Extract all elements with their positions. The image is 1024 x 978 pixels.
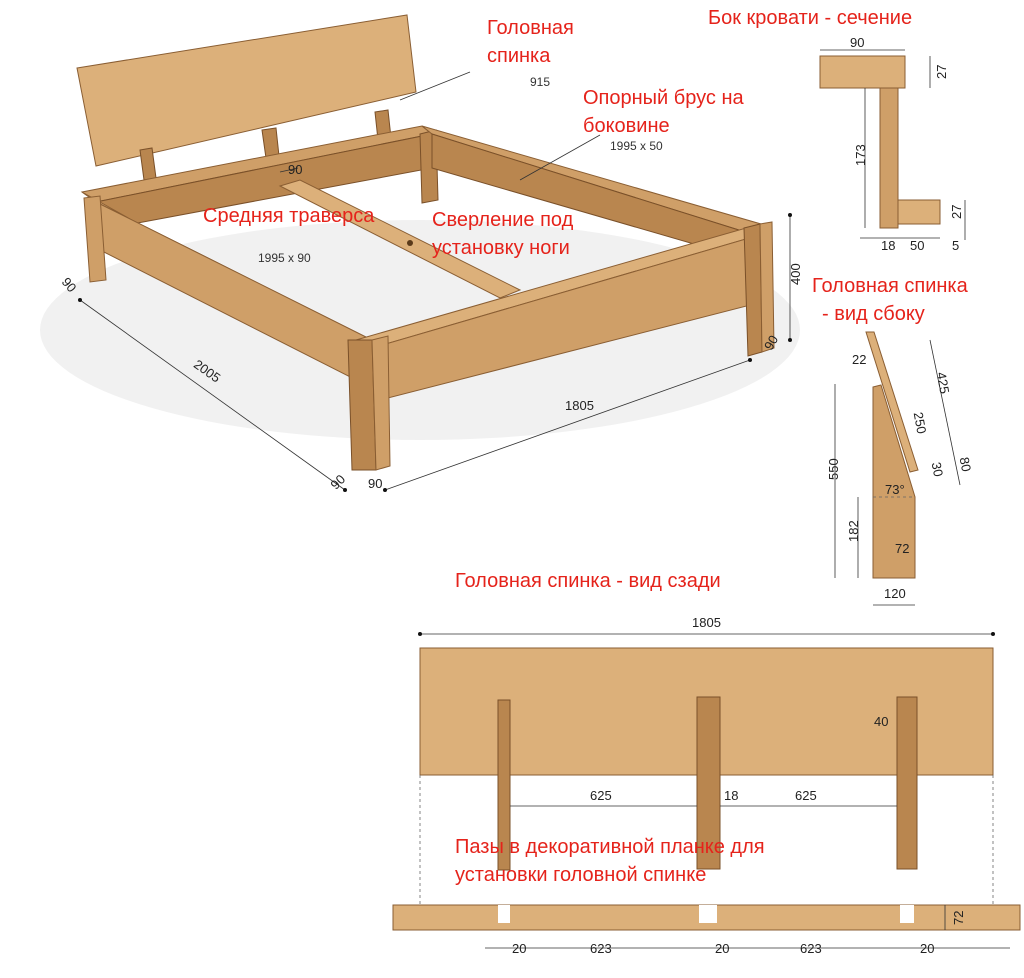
leg	[83, 195, 107, 283]
dim-mid: 20	[715, 941, 729, 956]
dim-span-left: 623	[590, 941, 612, 956]
label-support-bar: Опорный брус на	[583, 87, 745, 109]
headboard	[76, 14, 417, 167]
label-support-bar: боковине	[583, 115, 670, 137]
drill-hole	[407, 240, 413, 246]
label-side-section: Бок кровати - сечение	[708, 7, 912, 29]
middle-traverse-size: 1995 x 90	[258, 251, 311, 265]
dim-edge-left: 20	[512, 941, 526, 956]
labels: Головная спинка 915 Опорный брус на боко…	[203, 7, 969, 886]
label-middle-traverse: Средняя траверса	[203, 205, 375, 227]
dim-total: 1805	[692, 615, 721, 630]
dim-span-right: 623	[800, 941, 822, 956]
dim-bottom: 80	[957, 456, 974, 473]
dim-lower: 182	[846, 520, 861, 542]
dim-edge-right: 20	[920, 941, 934, 956]
dim-span-left: 625	[590, 788, 612, 803]
dim-bottom-height: 27	[949, 205, 964, 219]
decorative-plank: 20 623 20 623 20 72	[392, 904, 1021, 956]
dim-offset: 30	[929, 461, 946, 478]
dim-span-right: 625	[795, 788, 817, 803]
bed-3d	[76, 14, 775, 471]
support-bar-size: 1995 x 50	[610, 139, 663, 153]
dim-angle: 73°	[885, 482, 905, 497]
dim-leg-right: 90	[761, 333, 781, 353]
headboard-post	[261, 127, 280, 159]
leg	[347, 339, 377, 471]
dim-panel-length: 425	[934, 371, 953, 395]
label-headboard: спинка	[487, 45, 551, 67]
label-drilling: установку ноги	[432, 237, 570, 259]
label-headboard-side: Головная спинка	[812, 275, 969, 297]
dim-slot: 40	[874, 714, 888, 729]
dim-post-inner: 72	[895, 541, 909, 556]
label-slots: установки головной спинке	[455, 864, 706, 886]
dim-gap: 5	[952, 238, 959, 253]
label-headboard: Головная	[487, 17, 574, 39]
label-drilling: Сверление под	[432, 209, 574, 231]
dim-post-width: 120	[884, 586, 906, 601]
middle-traverse	[278, 179, 522, 299]
dim-side-height: 173	[853, 144, 868, 166]
leader-line	[399, 71, 471, 101]
label-slots: Пазы в декоративной планке для	[455, 836, 765, 858]
dim-top-height: 27	[934, 65, 949, 79]
dim-thickness: 18	[881, 238, 895, 253]
dim-ledge-width: 50	[910, 238, 924, 253]
dim-leg-front-b: 90	[368, 476, 382, 491]
dim-width: 1805	[565, 398, 594, 413]
dim-top-width: 90	[850, 35, 864, 50]
leader-line	[519, 134, 601, 181]
dim-height: 400	[788, 263, 803, 285]
dim-post: 18	[724, 788, 738, 803]
side-section: 90 27 173 27 18 50 5	[819, 35, 966, 253]
label-headboard-side: - вид сбоку	[822, 303, 925, 325]
headboard-width: 915	[530, 75, 550, 89]
dim-height: 72	[951, 911, 966, 925]
dim-traverse-width: 90	[288, 162, 302, 177]
leg	[371, 335, 391, 471]
label-headboard-back: Головная спинка - вид сзади	[455, 570, 721, 592]
dim-upper: 250	[911, 411, 930, 435]
headboard-back-view: 1805 625 18 625 40	[418, 615, 995, 905]
leg	[759, 221, 775, 353]
dim-height: 550	[826, 458, 841, 480]
headboard-side-view: 22 425 250 30 80 73° 550 182 72 120	[826, 331, 974, 606]
dim-panel-thickness: 22	[852, 352, 866, 367]
